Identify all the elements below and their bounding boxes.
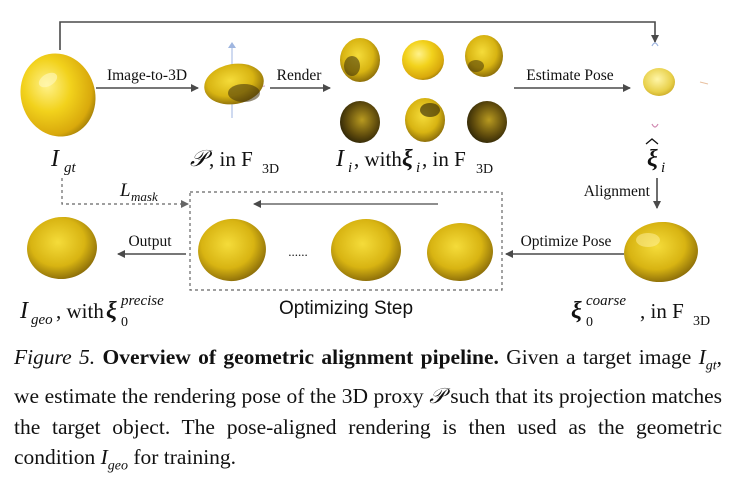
caption-math-igeo: Igeo: [101, 445, 128, 469]
svg-text:coarse: coarse: [586, 293, 626, 309]
svg-text:ξ: ξ: [402, 146, 413, 172]
caption-figure-label: Figure 5.: [14, 345, 95, 369]
svg-text:I: I: [335, 146, 345, 172]
svg-text:, with: , with: [354, 147, 402, 171]
svg-text:L: L: [119, 180, 131, 201]
optimize-pose-label: Optimize Pose: [521, 233, 612, 250]
svg-text:i: i: [661, 160, 665, 176]
svg-text:i: i: [348, 160, 352, 176]
label-lmask: L mask: [119, 180, 158, 204]
pipeline-diagram: Image-to-3D Render Estimate Pose I gt: [0, 0, 735, 340]
optimizing-lemon-2: [331, 219, 401, 281]
rendered-views-grid: [340, 35, 507, 143]
svg-text:ξ: ξ: [571, 298, 582, 324]
svg-text:0: 0: [586, 315, 593, 330]
output-lemon: [24, 214, 100, 283]
coarse-pose-lemon: [622, 219, 701, 285]
target-lemon-image: [10, 44, 106, 147]
svg-text:3D: 3D: [693, 314, 710, 329]
estimated-pose-lemon: [643, 43, 708, 127]
svg-text:, in F: , in F: [422, 147, 466, 171]
svg-text:i: i: [416, 160, 420, 176]
svg-text:gt: gt: [64, 160, 77, 176]
caption-math-p: 𝒫: [429, 384, 445, 409]
label-ii-with-xi: I i , with ξ i , in F 3D: [335, 146, 493, 177]
label-xi-hat: ξ i: [646, 139, 665, 176]
svg-text:ξ: ξ: [647, 146, 658, 172]
caption-math-igt: Igt: [699, 345, 717, 369]
optimizing-lemon-3: [425, 221, 495, 283]
label-xi-coarse-in-f3d: ξ 0 coarse , in F 3D: [571, 293, 710, 330]
alignment-label: Alignment: [584, 183, 651, 200]
svg-text:, in F: , in F: [209, 147, 253, 171]
svg-text:3D: 3D: [262, 162, 279, 177]
label-proxy-in-f3d: 𝒫 , in F 3D: [190, 146, 279, 177]
svg-text:, with: , with: [56, 299, 104, 323]
proxy-3d-lemon: [201, 42, 267, 118]
svg-text:ξ: ξ: [106, 298, 117, 324]
svg-text:geo: geo: [31, 312, 53, 328]
caption-text-1: Given a target image: [499, 345, 699, 369]
figure-caption: Figure 5. Overview of geometric alignmen…: [14, 342, 722, 482]
output-label: Output: [128, 233, 172, 250]
estimate-pose-label: Estimate Pose: [526, 67, 614, 84]
svg-text:mask: mask: [131, 189, 158, 204]
optimizing-step-label: Optimizing Step: [279, 298, 413, 319]
image-to-3d-label: Image-to-3D: [107, 67, 187, 84]
label-igeo-with-xi-precise: I geo , with ξ 0 precise: [19, 293, 164, 330]
svg-text:3D: 3D: [476, 162, 493, 177]
svg-text:precise: precise: [120, 293, 164, 309]
svg-text:I: I: [19, 298, 29, 324]
svg-text:, in F: , in F: [640, 299, 684, 323]
svg-text:I: I: [50, 146, 60, 172]
label-i-gt: I gt: [50, 146, 77, 176]
optimizing-ellipsis: ......: [288, 244, 308, 259]
caption-title: Overview of geometric alignment pipeline…: [102, 345, 498, 369]
svg-text:0: 0: [121, 315, 128, 330]
optimizing-lemon-1: [194, 215, 270, 286]
render-label: Render: [277, 67, 323, 84]
caption-text-4: for training.: [128, 445, 236, 469]
